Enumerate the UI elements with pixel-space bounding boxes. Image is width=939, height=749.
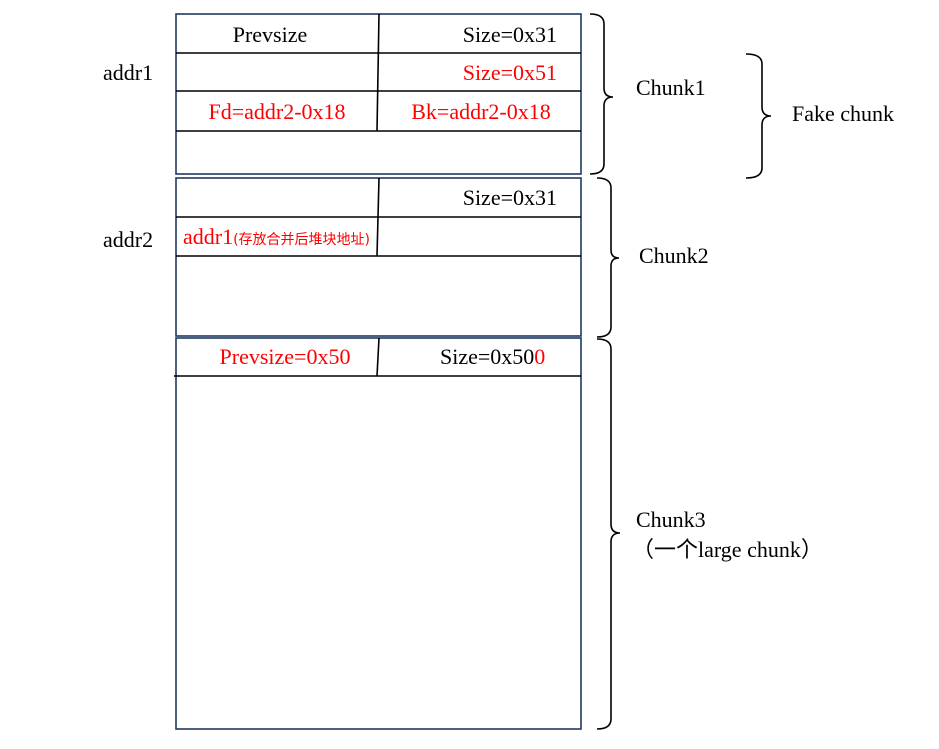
chunk1-prevsize: Prevsize <box>233 22 308 47</box>
chunk1-brace <box>589 13 614 175</box>
chunk2-brace <box>596 177 620 338</box>
fake-chunk-bk: Bk=addr2-0x18 <box>411 99 551 124</box>
chunk2-size: Size=0x31 <box>463 185 557 210</box>
chunk1-size: Size=0x31 <box>463 22 557 47</box>
fake-chunk-brace <box>745 53 772 179</box>
column-divider <box>376 337 380 377</box>
addr1-value: addr1 <box>183 224 233 249</box>
chunk2-fd-addr1: addr1(存放合并后堆块地址) <box>183 224 370 249</box>
fake-chunk-size: Size=0x51 <box>463 60 557 85</box>
chunk3-size-prefix: Size=0x50 <box>440 344 534 369</box>
chunk1-label: Chunk1 <box>636 75 706 100</box>
chunk3-brace <box>596 338 621 730</box>
chunk2-label: Chunk2 <box>639 243 709 268</box>
chunk3-sublabel: （一个large chunk） <box>632 537 823 562</box>
column-divider <box>376 177 380 257</box>
chunk2-block: Size=0x31 addr1(存放合并后堆块地址) <box>175 177 582 337</box>
addr2-label: addr2 <box>103 227 153 252</box>
column-divider <box>376 13 380 132</box>
chunk1-block: Prevsize Size=0x31 Size=0x51 Fd=addr2-0x… <box>175 13 582 175</box>
chunk3-label: Chunk3 <box>636 507 706 532</box>
chunk3-block: Prevsize=0x50 Size=0x500 <box>174 337 582 730</box>
addr1-note: (存放合并后堆块地址) <box>233 232 370 248</box>
fake-chunk-label: Fake chunk <box>792 101 894 126</box>
chunk3-size: Size=0x500 <box>440 344 545 369</box>
chunk3-prevsize: Prevsize=0x50 <box>220 344 351 369</box>
chunk3-box <box>175 337 582 730</box>
chunk3-size-suffix: 0 <box>534 344 545 369</box>
addr1-label: addr1 <box>103 60 153 85</box>
fake-chunk-fd: Fd=addr2-0x18 <box>208 99 345 124</box>
